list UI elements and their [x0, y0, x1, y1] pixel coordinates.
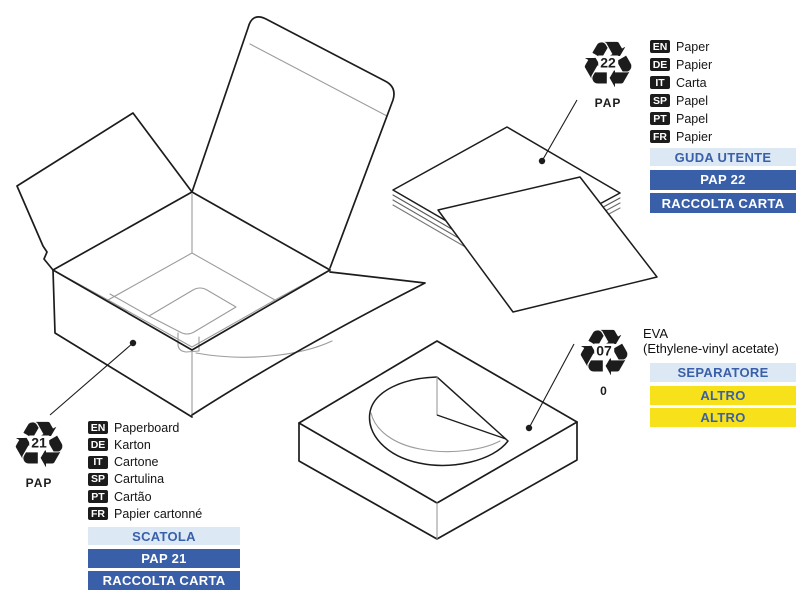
language-label: Cartão [114, 489, 152, 504]
language-label: Carta [676, 75, 707, 90]
component-name-bar: GUDA UTENTE [650, 148, 796, 166]
language-label: Paper [676, 39, 710, 54]
language-row: FR Papier [650, 129, 713, 144]
foam-disposal-bars: SEPARATORE ALTRO ALTRO [650, 363, 796, 431]
paper-stack-drawing [392, 126, 658, 313]
collection-bar: RACCOLTA CARTA [88, 571, 240, 590]
language-label: Papier [676, 129, 713, 144]
foam-material-code: 0 [600, 384, 608, 398]
language-row: FR Papier cartonné [88, 506, 203, 521]
language-code-badge: PT [88, 490, 108, 504]
foam-callout [525, 343, 575, 432]
language-code-badge: EN [88, 421, 108, 434]
box-recycling-number: 21 [29, 434, 49, 451]
language-label: Papier cartonné [114, 506, 203, 521]
collection-bar: RACCOLTA CARTA [650, 193, 796, 213]
language-row: IT Cartone [88, 455, 202, 470]
language-label: Cartone [114, 455, 159, 470]
material-description: (Ethylene-vinyl acetate) [643, 341, 779, 356]
foam-tray-drawing [298, 340, 578, 540]
language-row: EN Paperboard [88, 420, 202, 435]
language-row: SP Papel [650, 93, 712, 108]
other-waste-bar: ALTRO [650, 385, 796, 405]
language-code-badge: SP [88, 472, 108, 486]
language-label: Papier [676, 57, 713, 72]
component-name-bar: SCATOLA [88, 527, 240, 545]
language-code-badge: EN [650, 40, 670, 53]
language-code-badge: DE [88, 438, 108, 452]
language-row: SP Cartulina [88, 472, 202, 487]
papers-material-code: PAP [594, 96, 622, 110]
papers-language-list: EN Paper DE Papier IT Carta SP Papel PT … [650, 40, 712, 148]
language-code-badge: DE [650, 58, 670, 71]
language-code-badge: FR [88, 507, 108, 521]
material-code-bar: PAP 22 [650, 169, 796, 190]
papers-recycling-number: 22 [598, 54, 618, 71]
language-label: Karton [114, 437, 151, 452]
language-row: EN Paper [650, 39, 712, 54]
component-name-bar: SEPARATORE [650, 363, 796, 382]
other-waste-bar: ALTRO [650, 408, 796, 427]
foam-callout-dot [525, 424, 533, 432]
papers-callout [538, 99, 578, 165]
language-row: PT Papel [650, 111, 712, 126]
box-callout-dot [129, 339, 137, 347]
language-code-badge: PT [650, 112, 670, 125]
language-label: Papel [676, 111, 708, 126]
foam-callout-line [528, 343, 575, 429]
foam-recycling-number: 07 [594, 342, 614, 359]
box-material-code: PAP [25, 476, 53, 490]
box-callout-line [49, 342, 134, 416]
material-code-bar: PAP 21 [88, 548, 240, 568]
language-row: PT Cartão [88, 489, 202, 504]
language-code-badge: IT [650, 76, 670, 89]
papers-callout-dot [538, 157, 546, 165]
language-row: DE Karton [88, 437, 202, 452]
box-callout [49, 339, 137, 416]
foam-recycling-symbol: ♻ 07 0 [572, 322, 636, 398]
box-drawing [16, 16, 426, 418]
papers-recycling-symbol: ♻ 22 PAP [576, 34, 640, 110]
material-name: EVA [643, 326, 669, 341]
box-language-list: EN Paperboard DE Karton IT Cartone SP Ca… [88, 421, 202, 525]
papers-disposal-bars: GUDA UTENTE PAP 22 RACCOLTA CARTA [650, 148, 796, 217]
papers-callout-line [541, 99, 578, 162]
box-disposal-bars: SCATOLA PAP 21 RACCOLTA CARTA [88, 527, 240, 594]
language-row: DE Papier [650, 57, 713, 72]
language-code-badge: FR [650, 130, 670, 143]
language-label: Papel [676, 93, 708, 108]
language-row: IT Carta [650, 75, 712, 90]
box-recycling-symbol: ♻ 21 PAP [7, 414, 71, 490]
language-code-badge: IT [88, 455, 108, 469]
foam-material-text: EVA (Ethylene-vinyl acetate) [643, 326, 779, 356]
language-label: Cartulina [114, 472, 165, 487]
language-label: Paperboard [114, 420, 180, 435]
language-code-badge: SP [650, 94, 670, 107]
